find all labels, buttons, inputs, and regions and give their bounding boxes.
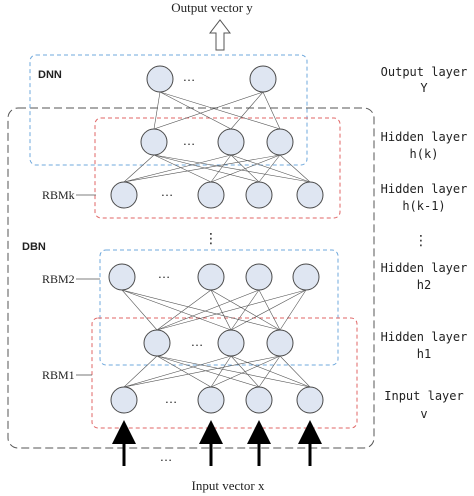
connection-lines [121,91,311,388]
connection-line [156,355,260,388]
layer-label-hk-1: Hidden layer [381,130,468,144]
connection-line [230,91,264,130]
neuron-out [249,65,277,93]
connection-line [279,289,307,331]
connection-line [210,289,232,331]
layer-label-input-2: v [420,407,427,421]
ellipsis-output: … [183,69,196,84]
connection-line [159,91,232,130]
rbm2-box [99,249,339,366]
neuron-hk1 [197,181,225,209]
connection-line [156,289,212,331]
layer-label-hk1-1: Hidden layer [381,182,468,196]
neuron-hk1 [245,181,273,209]
connection-line [210,355,232,388]
rbmk-label: RBMk [42,188,75,202]
connection-line [123,154,281,183]
neuron-h2 [108,263,136,291]
connection-line [230,355,311,388]
ellipsis-hk1: … [161,184,174,199]
connection-line [210,289,281,331]
connection-line [159,91,281,130]
connection-line [156,355,212,388]
connection-line [279,355,311,388]
neuron-h1 [143,329,171,357]
connection-line [156,289,260,331]
connection-line [153,154,212,183]
neuron-h2 [197,263,225,291]
output-vector-label: Output vector y [171,0,253,15]
neuron-h2 [245,263,273,291]
connection-line [210,355,281,388]
neuron-out [146,65,174,93]
neuron-h1 [266,329,294,357]
connection-line [153,154,311,183]
ellipsis-h2: … [158,266,171,281]
ellipsis-input: … [160,449,173,464]
neuron-hk [140,128,168,156]
connection-line [153,91,161,130]
dnn-label: DNN [38,69,62,81]
connection-line [153,154,260,183]
connection-line [123,355,281,388]
neuron-hk [266,128,294,156]
connection-line [123,154,232,183]
connection-line [153,91,264,130]
connection-line [262,91,281,130]
neuron-hk1 [296,181,324,209]
layer-label-h2-2: h2 [417,278,431,292]
connection-line [121,289,232,331]
connection-line [258,355,281,388]
dnn-box [29,54,308,166]
connection-line [123,154,155,183]
ellipsis-v: … [165,391,178,406]
neuron-h1 [217,329,245,357]
output-arrow-icon [208,19,232,51]
neuron-v [245,386,273,414]
neuron-hk1 [110,181,138,209]
dbn-label: DBN [22,241,46,253]
ellipsis-hk: … [183,133,196,148]
connection-line [230,289,307,331]
connection-line [123,355,232,388]
connection-line [210,154,281,183]
neuron-h2 [292,263,320,291]
rbm1-box [91,317,358,429]
rbm1-label: RBM1 [42,368,75,382]
input-arrows [112,420,322,466]
ellipsis-h1: … [191,334,204,349]
layer-label-h2-1: Hidden layer [381,261,468,275]
neuron-v [296,386,324,414]
neurons [108,65,324,414]
connection-line [121,289,281,331]
layer-label-hk-2: h(k) [410,147,439,161]
vertical-ellipsis-center: ⋮ [204,230,218,246]
rbm2-label: RBM2 [42,272,75,286]
neuron-v [197,386,225,414]
layer-label-input-1: Input layer [384,389,463,403]
rbmk-box [94,117,341,219]
connection-line [230,289,260,331]
connection-line [258,289,281,331]
layer-label-h1-2: h1 [417,347,431,361]
connection-line [210,154,232,183]
connection-line [279,154,311,183]
connection-line [258,154,281,183]
vertical-ellipsis-right: ⋮ [414,232,428,248]
connection-line [121,289,158,331]
connection-line [230,154,311,183]
connection-line [156,289,307,331]
layer-label-hk1-2: h(k-1) [402,199,445,213]
layer-label-h1-1: Hidden layer [381,330,468,344]
connection-line [123,355,158,388]
connection-line [156,355,311,388]
neuron-hk [217,128,245,156]
neuron-v [110,386,138,414]
layer-label-output-2: Y [420,81,428,95]
layer-label-output-1: Output layer [381,65,468,79]
input-vector-label: Input vector x [192,478,265,493]
